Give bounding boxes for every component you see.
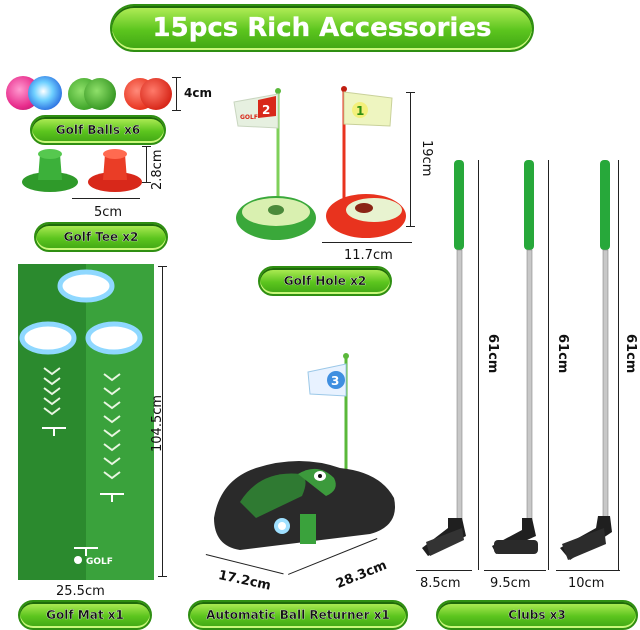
club-length: 61cm xyxy=(485,334,500,374)
dimension-line xyxy=(146,146,147,182)
dimension-line xyxy=(172,77,181,78)
clubs-label: Clubs x3 xyxy=(436,600,638,630)
dimension-line xyxy=(172,110,181,111)
dimension-line xyxy=(478,160,479,570)
mat-logo-text: GOLF xyxy=(86,557,113,567)
golf-mat-label: Golf Mat x1 xyxy=(18,600,152,630)
golf-tee-height: 2.8cm xyxy=(150,149,165,191)
golf-ball-red xyxy=(140,78,172,110)
golf-mat-height: 104.5cm xyxy=(150,394,165,452)
golf-balls-label: Golf Balls x6 xyxy=(30,115,166,145)
golf-hole-red: 1 xyxy=(326,86,406,238)
dimension-line xyxy=(556,570,620,571)
dimension-line xyxy=(618,160,619,570)
flag-number: 2 xyxy=(262,103,270,117)
dimension-line xyxy=(416,570,472,571)
golf-hole-label: Golf Hole x2 xyxy=(258,266,392,296)
dimension-line xyxy=(176,77,177,110)
golf-ball-green xyxy=(84,78,116,110)
flag-number: 3 xyxy=(331,374,339,388)
dimension-line xyxy=(162,266,163,576)
dimension-line xyxy=(548,160,549,570)
dimension-line xyxy=(142,182,151,183)
ball-returner: 3 xyxy=(214,353,395,550)
dimension-line xyxy=(410,92,411,226)
club-3 xyxy=(560,160,612,560)
club-length: 61cm xyxy=(555,334,570,374)
golf-hole-width: 11.7cm xyxy=(344,248,393,263)
dimension-line xyxy=(158,576,167,577)
dimension-line xyxy=(406,92,415,93)
page-title: 15pcs Rich Accessories xyxy=(110,4,534,52)
golf-mat-width: 25.5cm xyxy=(56,584,105,599)
ball-returner-label: Automatic Ball Returner x1 xyxy=(188,600,408,630)
club-head-width: 9.5cm xyxy=(490,576,531,591)
club-head-width: 8.5cm xyxy=(420,576,461,591)
flag-number: 1 xyxy=(356,104,364,118)
golf-tee-red xyxy=(88,149,142,192)
golf-hole-green: 2 GOLF xyxy=(233,88,316,240)
club-length: 61cm xyxy=(623,334,638,374)
club-head-width: 10cm xyxy=(568,576,605,591)
golf-mat: GOLF xyxy=(18,264,154,580)
club-1 xyxy=(422,160,466,556)
golf-ball-blue xyxy=(28,76,62,110)
dimension-line xyxy=(72,198,140,199)
dimension-line xyxy=(142,146,151,147)
dimension-line xyxy=(484,570,546,571)
club-2 xyxy=(492,160,538,554)
flag-golf-text: GOLF xyxy=(240,114,258,121)
returner-width: 17.2cm xyxy=(216,568,273,594)
golf-tee-label: Golf Tee x2 xyxy=(34,222,168,252)
dimension-line xyxy=(322,242,412,243)
dimension-line xyxy=(158,266,167,267)
dimension-line xyxy=(406,226,415,227)
golf-ball-dimension: 4cm xyxy=(184,86,212,100)
golf-tee-width: 5cm xyxy=(94,205,123,220)
golf-tee-green xyxy=(22,149,78,192)
